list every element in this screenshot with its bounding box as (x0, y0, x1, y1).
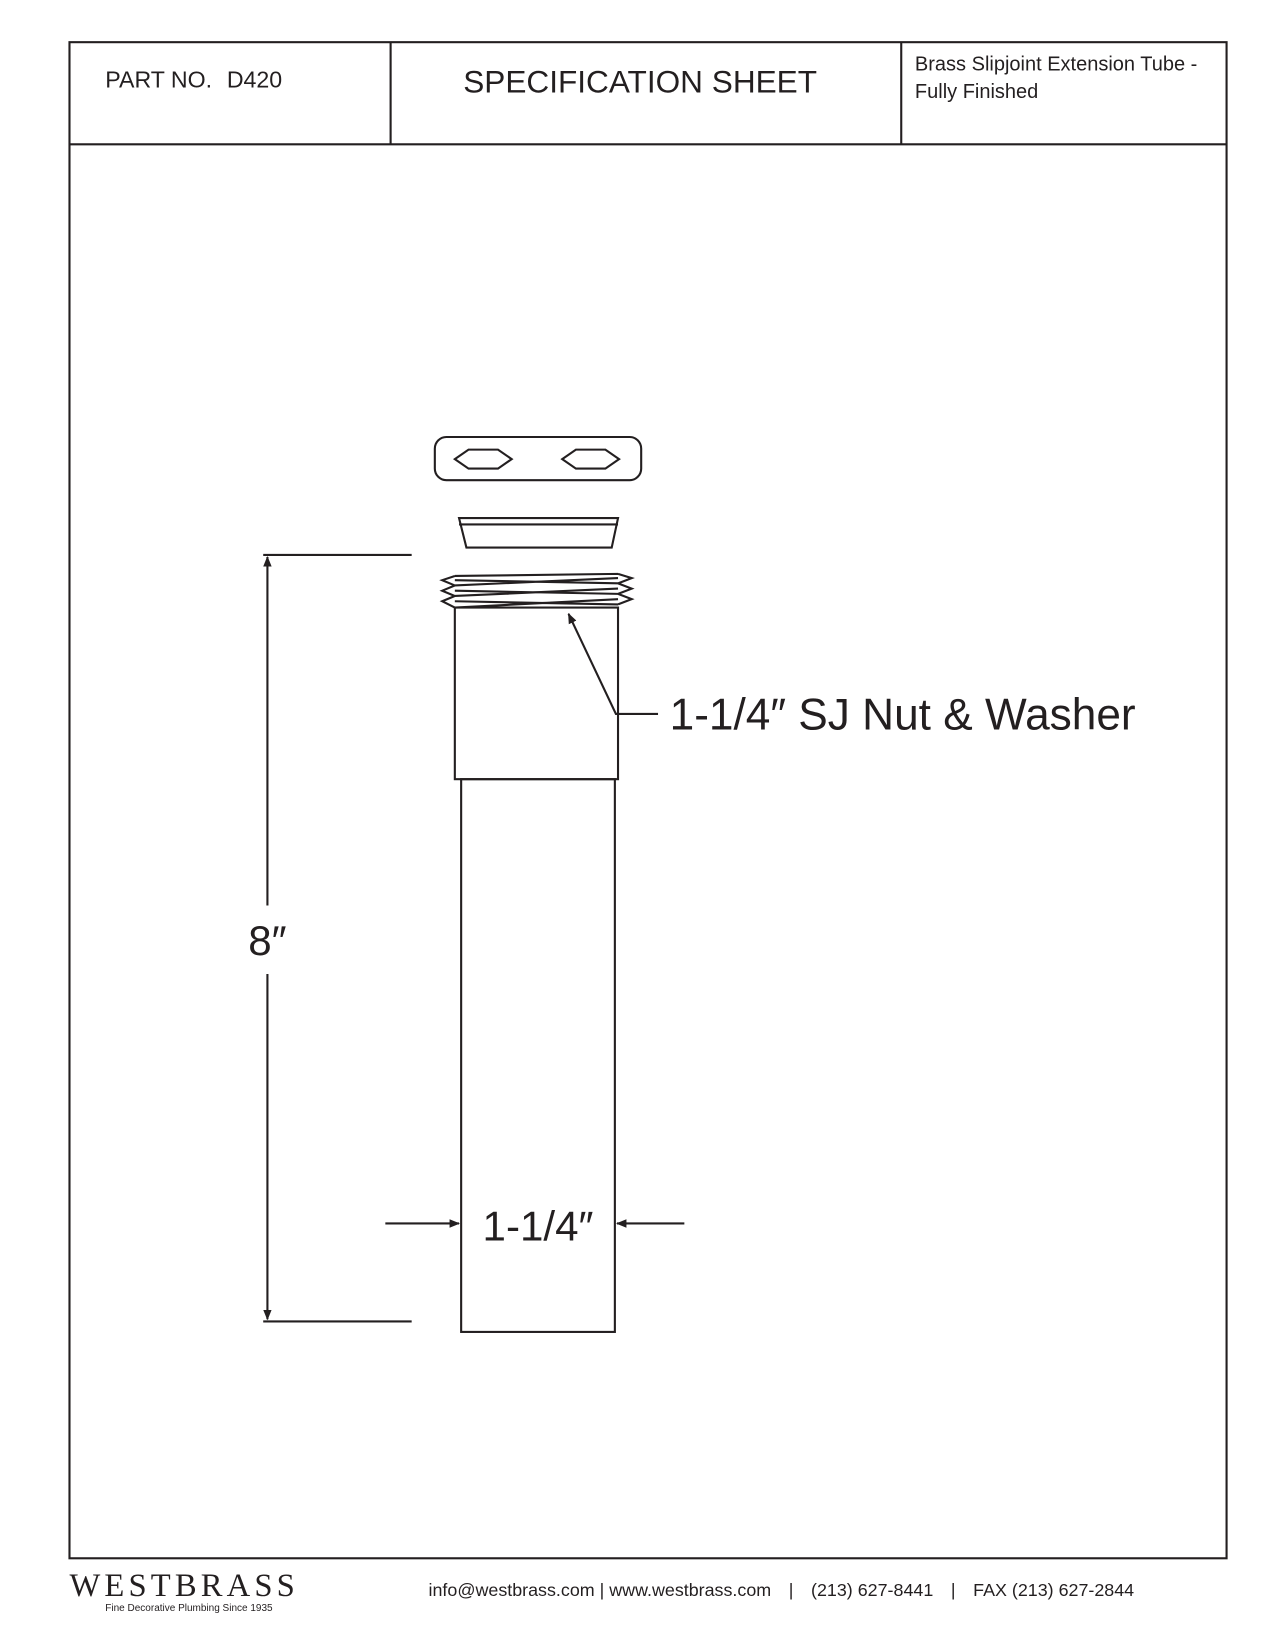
header: PART NO. D420 SPECIFICATION SHEET Brass S… (105, 54, 1197, 103)
callout-label: 1-1/4″ SJ Nut & Washer (670, 691, 1136, 740)
tube-drawing (453, 606, 620, 1333)
callout-leader (567, 612, 659, 715)
email-link[interactable]: info@westbrass.com (429, 1580, 595, 1600)
part-no-label: PART NO. (105, 66, 212, 92)
fax: FAX (213) 627-2844 (973, 1580, 1134, 1600)
diameter-label: 1-1/4″ (483, 1202, 594, 1249)
length-label: 8″ (248, 917, 286, 964)
separator: | (789, 1580, 794, 1600)
description-line1: Brass Slipjoint Extension Tube - (915, 54, 1197, 76)
description-line2: Fully Finished (915, 81, 1038, 103)
page-title: SPECIFICATION SHEET (463, 64, 817, 100)
phone: (213) 627-8441 (811, 1580, 933, 1600)
svg-text:info@westbrass.com |: info@westbrass.com | www.westbrass.com |… (429, 1580, 1135, 1600)
washer-drawing (457, 517, 620, 549)
website-link[interactable]: www.westbrass.com (608, 1580, 771, 1600)
svg-text:PART NO.D420: PART NO. D420 (105, 66, 282, 92)
brand-logo: WESTBRASS (69, 1568, 294, 1604)
part-no: D420 (227, 66, 282, 92)
thread-drawing (439, 572, 635, 609)
brand-tagline: Fine Decorative Plumbing Since 1935 (105, 1603, 273, 1614)
separator: | (951, 1580, 956, 1600)
frame (68, 41, 1228, 1560)
slip-nut-drawing (433, 435, 643, 482)
footer: WESTBRASS Fine Decorative Plumbing Since… (69, 1568, 1134, 1614)
length-dimension (263, 553, 412, 1323)
separator: | (600, 1580, 605, 1600)
